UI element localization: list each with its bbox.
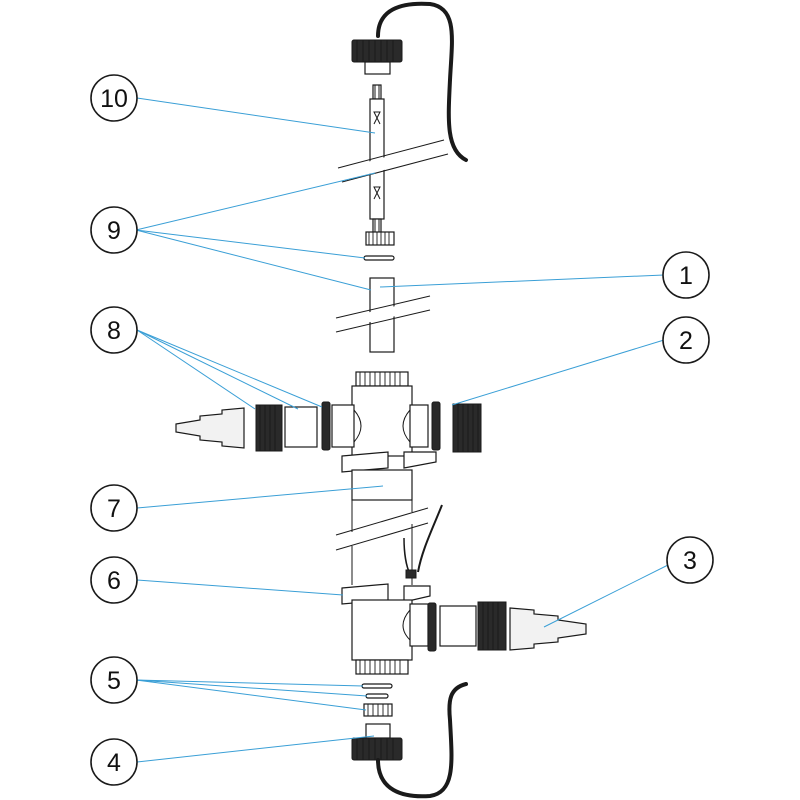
leader-1 — [379, 274, 665, 288]
right-port — [409, 404, 429, 448]
right-hose-tail — [509, 607, 587, 651]
leader-8c — [136, 329, 323, 408]
top-cable-assembly — [351, 1, 468, 162]
right-lower-oring — [427, 602, 437, 652]
callout-8: 8 — [90, 306, 138, 354]
leader-5c — [135, 679, 367, 711]
upper-clamp-right — [403, 451, 437, 469]
lamp-nut-and-oring — [363, 231, 395, 261]
lamp-pins-bottom — [372, 218, 382, 234]
housing-lower — [341, 583, 431, 675]
leader-9b — [135, 229, 366, 259]
leader-6 — [136, 579, 344, 596]
leader-5a — [135, 679, 364, 687]
leader-5b — [135, 679, 368, 697]
bottom-cap-neck — [365, 723, 391, 739]
quartz-sleeve — [335, 277, 431, 353]
leader-8b — [136, 329, 299, 410]
leader-9c — [135, 229, 372, 291]
callout-9: 9 — [90, 206, 138, 254]
callout-4-label: 4 — [107, 749, 121, 777]
left-hose-connector — [175, 401, 331, 452]
right-upper-connector — [431, 401, 482, 453]
bottom-seals — [361, 683, 393, 717]
callout-1-label: 1 — [679, 262, 693, 290]
right-union-sleeve — [439, 605, 477, 647]
bottom-cable-assembly — [351, 682, 468, 799]
callout-7: 7 — [90, 484, 138, 532]
lamp-break-mark — [337, 139, 449, 183]
callout-1: 1 — [662, 251, 710, 299]
callout-2-label: 2 — [679, 327, 693, 355]
leader-2 — [451, 339, 665, 406]
sensor-plug — [405, 569, 417, 579]
callout-3: 3 — [666, 536, 714, 584]
leader-10 — [136, 97, 376, 134]
leader-9a — [135, 172, 376, 231]
left-union-sleeve — [284, 406, 318, 448]
callout-5: 5 — [90, 656, 138, 704]
callout-6: 6 — [90, 556, 138, 604]
callout-6-label: 6 — [107, 567, 121, 595]
top-cap-neck — [364, 61, 391, 75]
callout-3-label: 3 — [683, 547, 697, 575]
bottom-cable — [376, 682, 468, 799]
callout-8-label: 8 — [107, 317, 121, 345]
outlet-port — [409, 603, 429, 647]
callout-2: 2 — [662, 316, 710, 364]
callout-5-label: 5 — [107, 667, 121, 695]
callout-9-label: 9 — [107, 217, 121, 245]
leader-4 — [136, 735, 375, 763]
right-upper-oring — [431, 401, 441, 451]
callout-4: 4 — [90, 738, 138, 786]
lamp-nut — [365, 231, 395, 246]
right-upper-nut — [452, 403, 482, 453]
leader-lines — [135, 97, 669, 763]
right-lower-connector — [427, 601, 587, 652]
tee-body-upper — [351, 385, 413, 457]
top-cable — [376, 1, 468, 162]
top-cap-ribs — [356, 40, 394, 62]
leader-8a — [136, 329, 256, 410]
leader-3 — [543, 564, 669, 628]
callout-10: 10 — [90, 74, 138, 122]
tube-section — [351, 469, 413, 501]
lamp-pins-top — [372, 84, 382, 100]
bottom-oring-2 — [365, 693, 389, 699]
sensor-wire — [403, 504, 443, 579]
callout-7-label: 7 — [107, 495, 121, 523]
right-lower-nut — [477, 601, 507, 651]
bottom-cap-knurl — [351, 737, 403, 761]
leader-7 — [136, 485, 384, 509]
bottom-oring-1 — [361, 683, 393, 689]
left-port — [331, 404, 355, 448]
lower-clamp-right — [403, 585, 431, 603]
housing-upper — [331, 371, 437, 585]
tee-body-lower — [351, 599, 413, 661]
left-oring-seal — [321, 401, 331, 451]
callout-10-label: 10 — [100, 85, 128, 113]
lamp-oring — [363, 255, 395, 261]
top-cap-knurl — [351, 39, 403, 63]
upper-clamp-left — [341, 451, 389, 473]
left-hose-tail — [175, 407, 245, 449]
